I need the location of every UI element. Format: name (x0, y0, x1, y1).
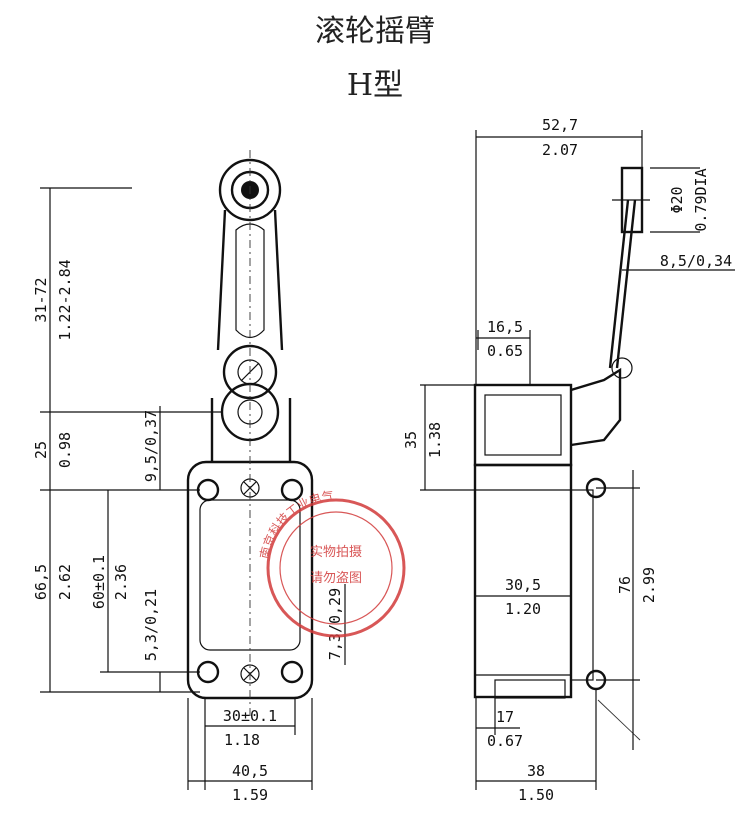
shaft-boss (220, 382, 280, 442)
dim-16-5-in: 0.65 (487, 342, 523, 360)
dim-5-3: 5,3/0,21 (142, 589, 160, 661)
dim-52-7: 52,7 (542, 116, 578, 134)
roller-outer (218, 158, 282, 222)
dim-76: 76 (616, 576, 634, 594)
front-view: 31-72 1.22-2.84 25 0.98 66,5 2.62 60±0.1… (32, 150, 346, 804)
dim-8-5: 8,5/0,34 (660, 252, 732, 270)
dim-60-in: 2.36 (112, 564, 130, 600)
dim-35-in: 1.38 (426, 422, 444, 458)
dim-30-5: 30,5 (505, 576, 541, 594)
side-view: 52,7 2.07 Φ20 0.79DIA 8,5/0,34 16,5 0.65… (402, 116, 735, 804)
dim-60-mm: 60±0.1 (90, 555, 108, 609)
dim-arm-mm: 31-72 (32, 277, 50, 322)
side-head (473, 383, 573, 467)
side-lever-arm (608, 199, 630, 369)
dim-25-mm: 25 (32, 441, 50, 459)
dim-roller-dia: Φ20 (668, 186, 686, 213)
dim-25-in: 0.98 (56, 432, 74, 468)
page-title: 滚轮摇臂 (315, 14, 435, 49)
dim-76-in: 2.99 (640, 567, 658, 603)
dim-9-5: 9,5/0,37 (142, 410, 160, 482)
dim-38: 38 (527, 762, 545, 780)
dim-16-5: 16,5 (487, 318, 523, 336)
dim-66-mm: 66,5 (32, 564, 50, 600)
dim-30: 30±0.1 (223, 707, 277, 725)
dim-40-5: 40,5 (232, 762, 268, 780)
dim-roller-dia-in: 0.79DIA (692, 168, 710, 231)
dim-40-5-in: 1.59 (232, 786, 268, 804)
stamp-line-1: 实物拍摄 (310, 545, 362, 560)
lever-slot (235, 223, 265, 339)
dim-arm-in: 1.22-2.84 (56, 259, 74, 340)
dim-30-5-in: 1.20 (505, 600, 541, 618)
dim-66-in: 2.62 (56, 564, 74, 600)
page-subtitle: H型 (346, 68, 404, 103)
dim-52-7-in: 2.07 (542, 141, 578, 159)
lever-arm (216, 209, 284, 351)
stamp-line-2: 请勿盗图 (310, 570, 362, 586)
dim-30-in: 1.18 (224, 731, 260, 749)
dim-38-in: 1.50 (518, 786, 554, 804)
dim-17-in: 0.67 (487, 732, 523, 750)
side-lever-hub (570, 367, 622, 447)
dim-17: 17 (496, 708, 514, 726)
dim-35: 35 (402, 431, 420, 449)
